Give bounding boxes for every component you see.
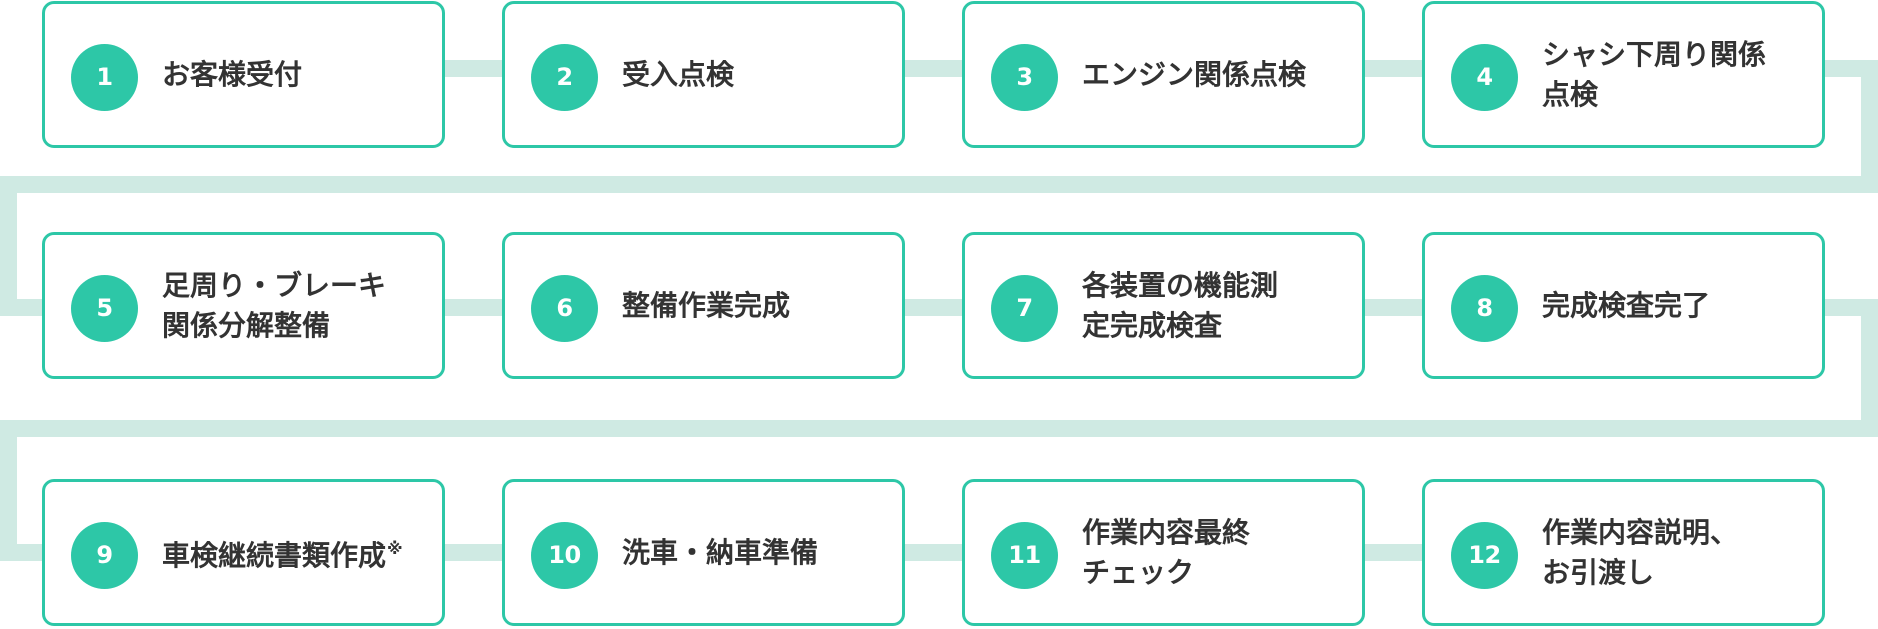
step-card-12: 12 作業内容説明、 お引渡し [1422,479,1825,626]
connector-line [444,299,504,316]
step-number-badge: 2 [531,44,598,111]
step-label-line: 作業内容最終 [1082,515,1251,549]
step-label-line: 定完成検査 [1082,308,1223,342]
step-card-2: 2 受入点検 [502,1,905,148]
step-label-line: 各装置の機能測 [1082,268,1279,302]
step-label-line: 点検 [1542,77,1599,111]
step-card-4: 4 シャシ下周り関係 点検 [1422,1,1825,148]
step-number-badge: 8 [1451,275,1518,342]
step-label: 洗車・納車準備 [622,482,894,623]
connector-line [0,420,17,561]
step-label-line: お引渡し [1542,555,1655,589]
step-label: 作業内容最終 チェック [1082,482,1354,623]
step-label: 完成検査完了 [1542,235,1814,376]
step-number-badge: 3 [991,44,1058,111]
step-label-line: 関係分解整備 [162,308,331,342]
step-number-badge: 5 [71,275,138,342]
step-number-badge: 6 [531,275,598,342]
step-label-line: 完成検査完了 [1542,288,1711,322]
connector-line [0,176,1878,193]
connector-line [1364,544,1424,561]
step-number-badge: 12 [1451,522,1518,589]
connector-line [904,60,964,77]
step-number-badge: 7 [991,275,1058,342]
step-label-line: 整備作業完成 [622,288,791,322]
step-label-line: 車検継続書類作成※ [162,529,434,576]
step-label: 受入点検 [622,4,894,145]
step-label-line: エンジン関係点検 [1082,57,1307,91]
step-number-badge: 10 [531,522,598,589]
step-label-text: 車検継続書類作成 [162,539,387,572]
step-label: 車検継続書類作成※ [162,482,434,623]
step-card-6: 6 整備作業完成 [502,232,905,379]
step-card-3: 3 エンジン関係点検 [962,1,1365,148]
step-label-line: 足周り・ブレーキ [162,268,387,302]
step-card-1: 1 お客様受付 [42,1,445,148]
connector-line [0,176,17,316]
step-label-line: 洗車・納車準備 [622,535,819,569]
step-card-5: 5 足周り・ブレーキ 関係分解整備 [42,232,445,379]
connector-line [1364,299,1424,316]
step-label: お客様受付 [162,4,434,145]
connector-line [1364,60,1424,77]
step-card-9: 9 車検継続書類作成※ [42,479,445,626]
step-label: エンジン関係点検 [1082,4,1354,145]
connector-line [1861,299,1878,428]
connector-line [1861,60,1878,185]
connector-line [0,420,1878,437]
step-label-line: 受入点検 [622,57,735,91]
connector-line [904,544,964,561]
connector-line [444,544,504,561]
step-label-line: シャシ下周り関係 [1542,37,1767,71]
step-number-badge: 9 [71,522,138,589]
step-number-badge: 4 [1451,44,1518,111]
step-number-badge: 11 [991,522,1058,589]
step-label: シャシ下周り関係 点検 [1542,4,1814,145]
step-card-7: 7 各装置の機能測 定完成検査 [962,232,1365,379]
step-card-10: 10 洗車・納車準備 [502,479,905,626]
step-label: 各装置の機能測 定完成検査 [1082,235,1354,376]
connector-line [0,299,46,316]
connector-line [0,544,46,561]
step-label: 作業内容説明、 お引渡し [1542,482,1814,623]
step-number-badge: 1 [71,44,138,111]
footnote-mark: ※ [387,539,403,558]
connector-line [904,299,964,316]
step-label-line: 作業内容説明、 [1542,515,1739,549]
step-label-line: チェック [1082,555,1195,589]
step-card-8: 8 完成検査完了 [1422,232,1825,379]
step-label: 整備作業完成 [622,235,894,376]
step-label-line: お客様受付 [162,57,303,91]
step-card-11: 11 作業内容最終 チェック [962,479,1365,626]
step-label: 足周り・ブレーキ 関係分解整備 [162,235,434,376]
connector-line [444,60,504,77]
